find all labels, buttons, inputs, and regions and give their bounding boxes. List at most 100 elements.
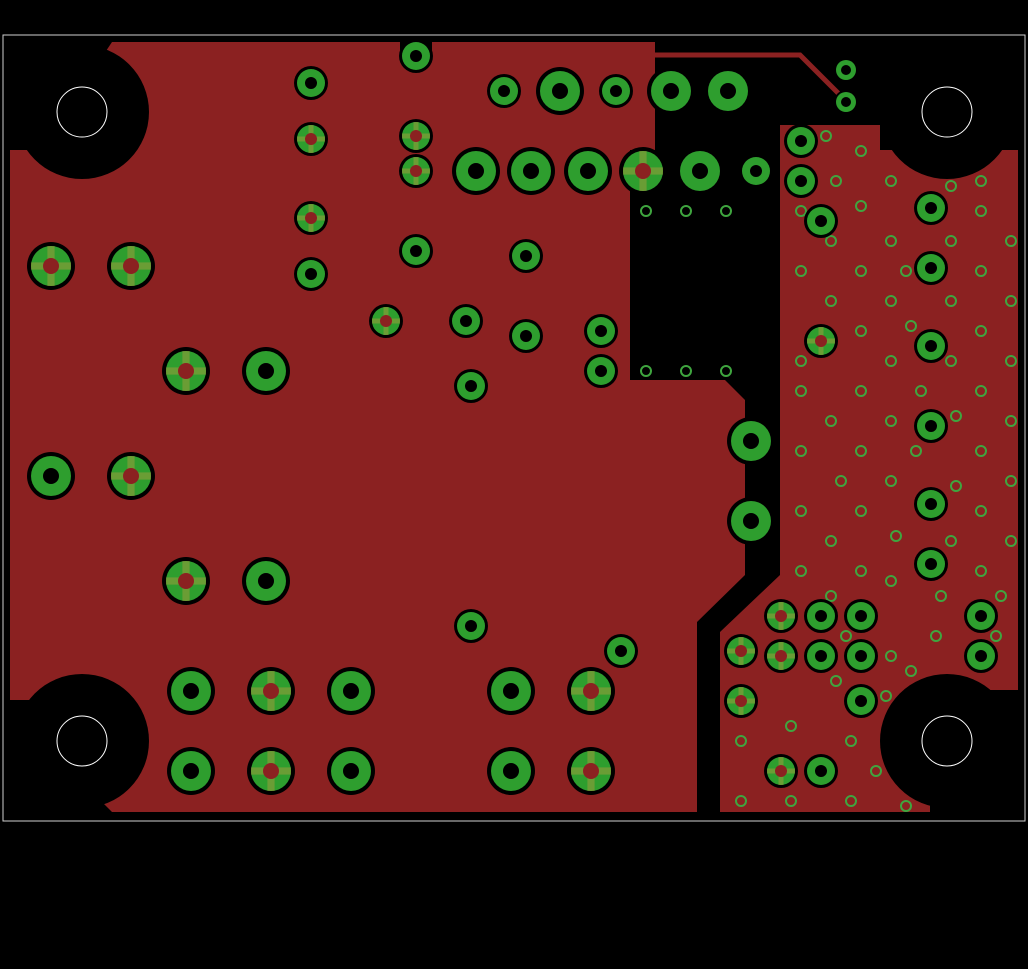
small-pad	[964, 639, 998, 673]
via	[855, 325, 867, 337]
small-pad	[399, 234, 433, 268]
via	[975, 265, 987, 277]
small-pad	[399, 39, 433, 73]
via	[945, 295, 957, 307]
large-pad	[676, 147, 724, 195]
small-pad	[834, 58, 858, 82]
small-pad	[294, 66, 328, 100]
small-pad	[509, 319, 543, 353]
via	[735, 795, 747, 807]
via	[885, 475, 897, 487]
large-pad	[536, 67, 584, 115]
small-pad	[724, 684, 758, 718]
small-pad	[584, 354, 618, 388]
via	[830, 675, 842, 687]
small-pad	[914, 487, 948, 521]
via	[950, 480, 962, 492]
small-pad	[804, 599, 838, 633]
copper-pour-right	[720, 125, 1018, 812]
large-pad	[487, 747, 535, 795]
large-pad	[247, 667, 295, 715]
via	[795, 385, 807, 397]
via	[795, 265, 807, 277]
via	[945, 180, 957, 192]
via	[975, 445, 987, 457]
via	[1005, 235, 1017, 247]
via	[880, 690, 892, 702]
via	[975, 385, 987, 397]
small-pad	[764, 639, 798, 673]
mounting-hole-clearance	[15, 674, 149, 808]
via	[945, 235, 957, 247]
via	[855, 265, 867, 277]
via	[845, 735, 857, 747]
via	[640, 205, 652, 217]
via	[785, 720, 797, 732]
via	[885, 295, 897, 307]
via	[680, 205, 692, 217]
via	[975, 205, 987, 217]
via	[825, 415, 837, 427]
copper-trace	[655, 52, 847, 102]
small-pad	[294, 201, 328, 235]
via	[975, 175, 987, 187]
small-pad	[454, 369, 488, 403]
small-pad	[844, 639, 878, 673]
via	[830, 175, 842, 187]
via	[1005, 535, 1017, 547]
large-pad	[619, 147, 667, 195]
large-pad	[162, 347, 210, 395]
small-pad	[724, 634, 758, 668]
small-pad	[784, 164, 818, 198]
large-pad	[567, 667, 615, 715]
large-pad	[727, 417, 775, 465]
via	[975, 505, 987, 517]
via	[930, 630, 942, 642]
via	[785, 795, 797, 807]
via	[795, 205, 807, 217]
via	[1005, 415, 1017, 427]
via	[990, 630, 1002, 642]
large-pad	[727, 497, 775, 545]
small-pad	[804, 754, 838, 788]
via	[1005, 475, 1017, 487]
large-pad	[327, 667, 375, 715]
via	[885, 355, 897, 367]
large-pad	[162, 557, 210, 605]
small-pad	[399, 154, 433, 188]
via	[855, 505, 867, 517]
large-pad	[242, 347, 290, 395]
via	[720, 365, 732, 377]
mounting-hole-outline	[921, 86, 973, 138]
via	[735, 735, 747, 747]
mounting-hole-outline	[56, 715, 108, 767]
large-pad	[167, 667, 215, 715]
via	[885, 415, 897, 427]
small-pad	[599, 74, 633, 108]
small-pad	[487, 74, 521, 108]
large-pad	[327, 747, 375, 795]
via	[945, 535, 957, 547]
mounting-hole-outline	[56, 86, 108, 138]
via	[885, 650, 897, 662]
small-pad	[739, 154, 773, 188]
via	[720, 205, 732, 217]
large-pad	[704, 67, 752, 115]
via	[825, 235, 837, 247]
via	[855, 145, 867, 157]
small-pad	[509, 239, 543, 273]
large-pad	[564, 147, 612, 195]
small-pad	[399, 119, 433, 153]
via	[795, 355, 807, 367]
small-pad	[764, 754, 798, 788]
mounting-hole-clearance	[15, 45, 149, 179]
via	[945, 355, 957, 367]
via	[900, 265, 912, 277]
via	[855, 445, 867, 457]
small-pad	[454, 609, 488, 643]
small-pad	[844, 684, 878, 718]
small-pad	[914, 251, 948, 285]
small-pad	[764, 599, 798, 633]
small-pad	[834, 90, 858, 114]
